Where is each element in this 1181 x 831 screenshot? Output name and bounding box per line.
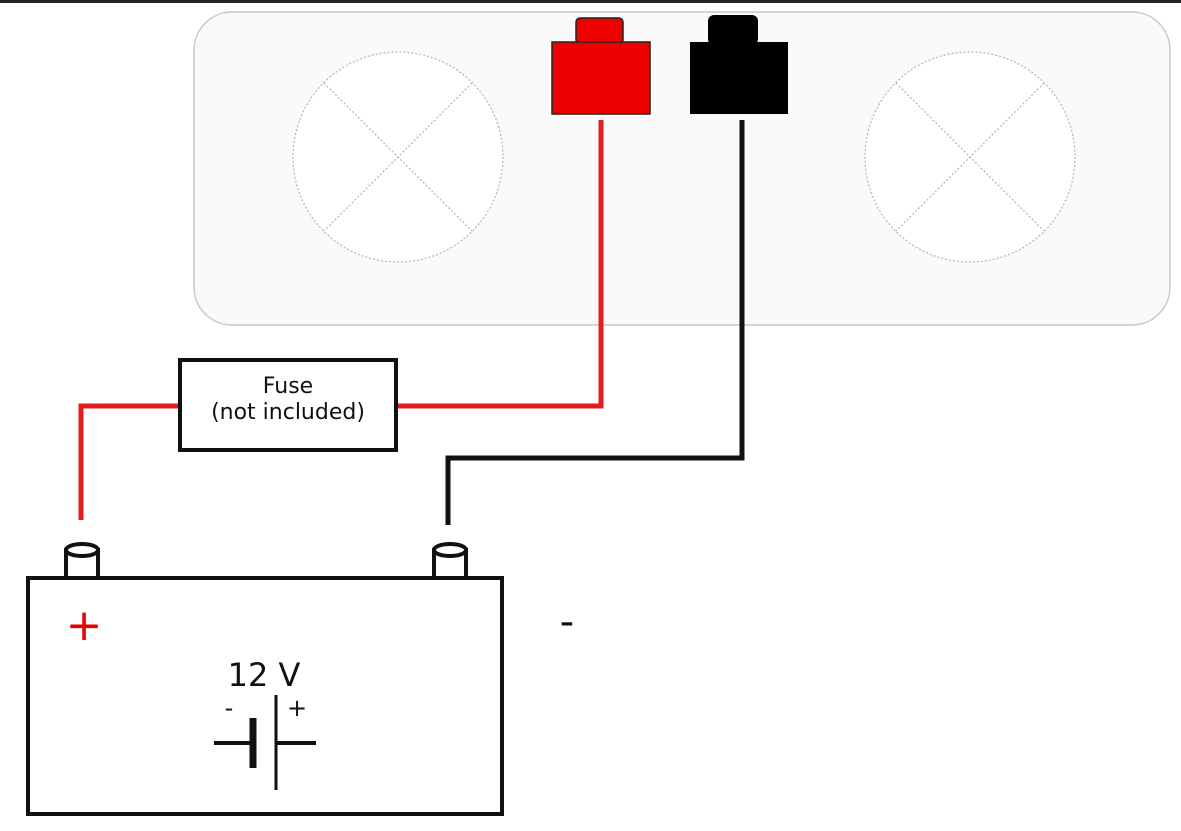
cell-plus-mark: + [287,694,307,722]
battery-negative-mark: - [560,599,574,645]
battery-positive-mark: + [66,600,103,651]
battery-cell-icon: - + [214,694,316,790]
fuse-box: Fuse (not included) [178,358,398,452]
lamp-right-icon [864,51,1076,263]
top-edge [0,0,1181,3]
lamp-left-icon [292,51,504,263]
battery-voltage-label: 12 V [228,656,301,694]
battery-body [26,576,504,816]
positive-wire-to-battery [78,403,180,520]
positive-wire [396,120,604,409]
battery-post-negative [432,542,468,580]
negative-wire [445,120,745,525]
fuse-label-line2: (not included) [211,400,365,425]
positive-terminal-icon [551,17,651,115]
battery-post-positive [64,542,100,580]
cell-minus-mark: - [225,694,234,722]
negative-terminal-icon [690,15,788,114]
fuse-label-line1: Fuse [263,374,313,399]
